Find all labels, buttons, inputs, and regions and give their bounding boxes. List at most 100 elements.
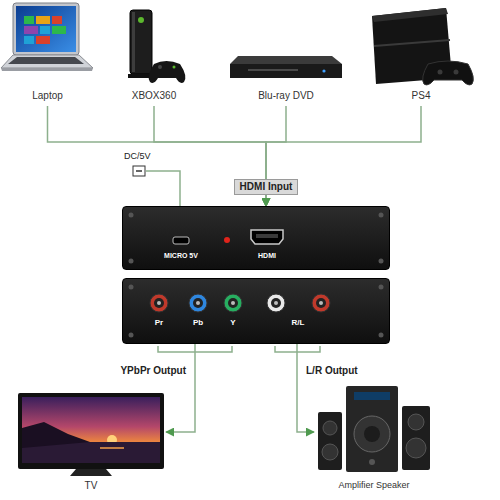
rca-jack (150, 294, 168, 312)
disc-tray (248, 69, 298, 71)
console-highlight (132, 12, 135, 72)
thumbstick (454, 70, 459, 75)
jack-pin (231, 301, 235, 305)
tile (52, 26, 66, 34)
laptop-base (1, 55, 93, 68)
connector (166, 344, 195, 432)
jack-pin (319, 301, 323, 305)
tile (24, 26, 38, 34)
jack-hole (193, 298, 203, 308)
tile (24, 16, 34, 24)
player-top (230, 56, 342, 64)
button (173, 66, 176, 69)
rca-jack (312, 294, 330, 312)
jack-ring (312, 294, 330, 312)
power-plug-icon (133, 166, 145, 176)
tile (40, 26, 50, 34)
screw (379, 213, 384, 218)
console-device: PS4 (362, 0, 480, 106)
status-light (322, 69, 325, 72)
console-groove (374, 40, 450, 46)
hdmi-contacts (256, 234, 278, 238)
screw (379, 259, 384, 264)
laptop-illustration (0, 0, 95, 88)
rca-jack (189, 294, 207, 312)
power-wire (146, 171, 180, 206)
jack-ring (224, 294, 242, 312)
screw (379, 333, 384, 338)
jack-ring (189, 294, 207, 312)
tile (36, 36, 50, 44)
console-top (372, 8, 448, 22)
screw (129, 213, 134, 218)
port-label: R/L (292, 318, 305, 327)
controller (149, 61, 186, 83)
speaker-device: Amplifier Speaker (314, 382, 434, 496)
plug-body (133, 166, 145, 176)
port-label: Pr (155, 318, 163, 327)
screw (129, 333, 134, 338)
jack-pin (157, 301, 161, 305)
back-panel-jacks (123, 279, 391, 345)
laptop-device: Laptop (0, 0, 95, 106)
hdmi-port (251, 230, 283, 244)
plug-pin (136, 170, 142, 172)
power-button (138, 17, 144, 23)
driver (323, 421, 337, 435)
micro-usb-port (173, 237, 189, 244)
device-label: XBOX360 (132, 90, 176, 102)
hill (22, 422, 90, 448)
screw (129, 285, 134, 290)
tv-bezel (18, 393, 164, 469)
screen-tiles (24, 16, 66, 44)
laptop-screen (16, 6, 76, 52)
knob (369, 459, 375, 465)
reflection (100, 447, 124, 449)
input-label: HDMI Input (234, 179, 299, 195)
controller (423, 61, 474, 85)
port-label: HDMI (258, 252, 276, 260)
rca-jack (224, 294, 242, 312)
jack-pin (196, 301, 200, 305)
thumbstick (158, 65, 162, 69)
thumbstick (438, 70, 443, 75)
tile (36, 16, 50, 24)
tv-screen (22, 397, 160, 463)
console-body (130, 10, 152, 74)
woofer-cap (364, 426, 380, 442)
speaker-illustration (314, 382, 434, 476)
screw (379, 285, 384, 290)
device-label: Laptop (32, 90, 63, 102)
jack-ring (267, 294, 285, 312)
rca-jack (267, 294, 285, 312)
console-device: XBOX360 (118, 0, 190, 106)
device-label: Blu-ray DVD (258, 90, 314, 102)
laptop-edge (1, 68, 93, 71)
device-label: PS4 (412, 90, 431, 102)
laptop-lid (13, 3, 79, 55)
tile (24, 36, 34, 44)
jack-hole (154, 298, 164, 308)
converter-back-panel: PrPbYR/L (122, 278, 390, 344)
console-body (372, 8, 452, 84)
satellite-speaker (402, 406, 430, 470)
device-label: TV (85, 480, 98, 492)
power-led (224, 237, 230, 243)
woofer (354, 416, 390, 452)
player-illustration (228, 0, 344, 88)
driver (408, 414, 424, 430)
connector-layer (48, 106, 422, 432)
output-label: YPbPr Output (117, 364, 189, 378)
tv-stand (70, 469, 112, 476)
converter-front-panel: MICRO 5V HDMI (122, 206, 390, 270)
jack-hole (228, 298, 238, 308)
tile (52, 16, 62, 24)
player-device: Blu-ray DVD (228, 0, 344, 106)
jack-hole (271, 298, 281, 308)
output-label: L/R Output (303, 364, 361, 378)
driver (322, 444, 338, 460)
jack-pin (274, 301, 278, 305)
port-label: MICRO 5V (164, 252, 198, 260)
screw (129, 259, 134, 264)
